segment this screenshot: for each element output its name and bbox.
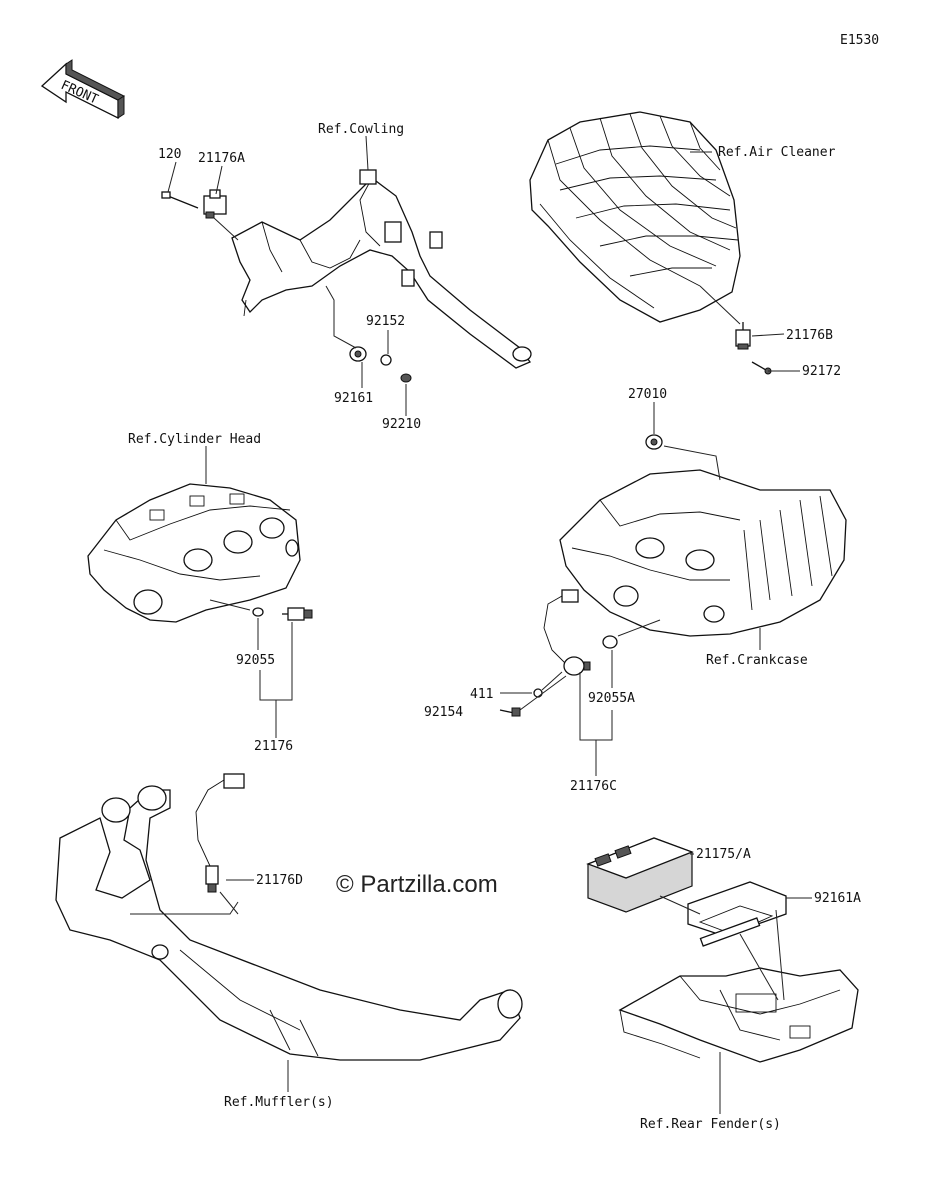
label-21175a: 21175/A (696, 847, 751, 862)
oring-411 (533, 688, 543, 698)
label-92154: 92154 (424, 705, 463, 720)
holder-92161a (687, 881, 787, 947)
label-ref-rear-fender: Ref.Rear Fender(s) (640, 1117, 781, 1132)
switch-27010 (645, 434, 663, 450)
label-411: 411 (470, 687, 493, 702)
screw-92172 (751, 361, 772, 375)
rear-fender (618, 967, 859, 1063)
label-27010: 27010 (628, 387, 667, 402)
front-arrow-icon: FRONT (40, 59, 125, 120)
label-92172: 92172 (802, 364, 841, 379)
label-ref-cylinder-head: Ref.Cylinder Head (128, 432, 261, 447)
washer-92055a (602, 635, 618, 649)
sensor-21176 (282, 607, 313, 621)
sensor-21176b (735, 322, 751, 350)
collar-92152 (380, 354, 392, 366)
label-ref-crankcase: Ref.Crankcase (706, 653, 808, 668)
ecu-21175 (586, 837, 694, 913)
diagram-code: E1530 (840, 33, 879, 48)
label-92210: 92210 (382, 417, 421, 432)
sensor-21176a (203, 189, 227, 219)
label-21176c: 21176C (570, 779, 617, 794)
bolt-92154 (499, 707, 521, 717)
label-21176d: 21176D (256, 873, 303, 888)
label-21176a: 21176A (198, 151, 245, 166)
label-92161a: 92161A (814, 891, 861, 906)
label-92055: 92055 (236, 653, 275, 668)
label-ref-cowling: Ref.Cowling (318, 122, 404, 137)
watermark: © Partzilla.com (336, 871, 498, 898)
label-120: 120 (158, 147, 181, 162)
sensor-21176c (543, 589, 591, 676)
exhaust-muffler (55, 785, 523, 1061)
washer-92055 (252, 607, 264, 617)
label-21176: 21176 (254, 739, 293, 754)
nut-92210 (400, 373, 412, 383)
cylinder-head (87, 483, 301, 623)
crankcase (559, 469, 847, 637)
label-92161: 92161 (334, 391, 373, 406)
sensor-21176d (195, 773, 245, 893)
grommet-92161 (349, 346, 367, 362)
label-ref-mufflers: Ref.Muffler(s) (224, 1095, 334, 1110)
label-ref-air-cleaner: Ref.Air Cleaner (718, 145, 836, 160)
air-cleaner (529, 111, 741, 323)
label-21176b: 21176B (786, 328, 833, 343)
label-92055a: 92055A (588, 691, 635, 706)
bolt-120 (161, 191, 199, 209)
label-92152: 92152 (366, 314, 405, 329)
cowling-bracket (231, 169, 532, 369)
